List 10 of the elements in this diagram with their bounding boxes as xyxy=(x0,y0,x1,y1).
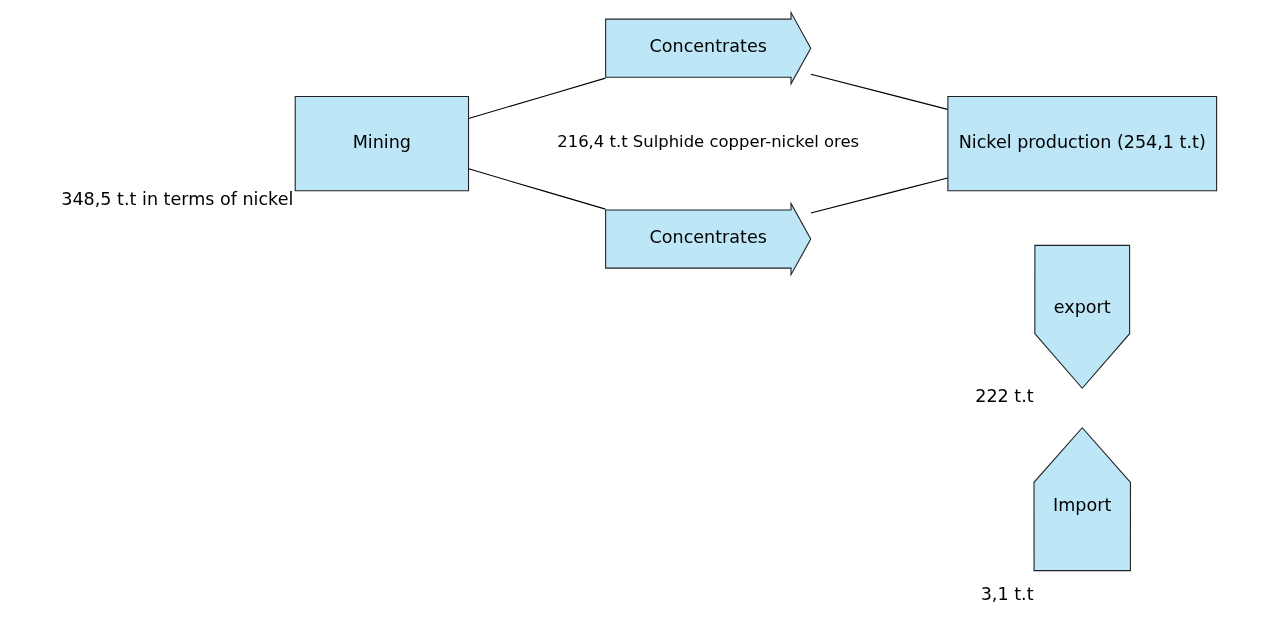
connector xyxy=(810,73,949,110)
node-label: 3,1 t.t xyxy=(980,583,1034,604)
connector xyxy=(468,77,606,119)
connector xyxy=(810,177,949,214)
node-box: Nickel production (254,1 t.t) xyxy=(947,95,1218,192)
node-label: 222 t.t xyxy=(975,386,1034,407)
node-label: 348,5 t.t in terms of nickel xyxy=(61,188,294,209)
connector xyxy=(468,168,606,210)
label: 216,4 t.t Sulphide copper-nickel ores xyxy=(557,132,860,152)
node-box: Mining xyxy=(294,95,470,192)
